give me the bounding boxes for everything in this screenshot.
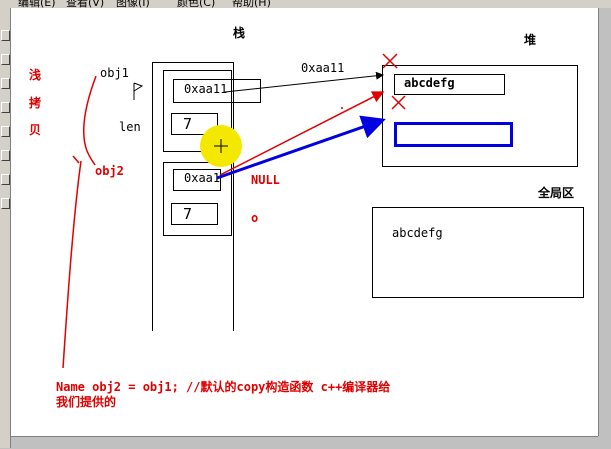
obj1-frame: [163, 70, 232, 152]
heap-string: abcdefg: [404, 76, 455, 90]
paint-canvas[interactable]: 0xaa11 7 0xaa1 7 abcdefg abcdefg 栈 堆 全局区…: [11, 8, 598, 436]
crosshair-cursor-icon: [214, 139, 228, 153]
horizontal-scrollbar[interactable]: [11, 436, 598, 449]
obj2-address: 0xaa1: [184, 171, 221, 185]
menu-view[interactable]: 查看(V): [66, 0, 105, 8]
stack-label: 栈: [233, 26, 246, 40]
global-string: abcdefg: [392, 226, 443, 240]
shallow-copy-bracket: [83, 75, 97, 166]
obj1-len-value: 7: [183, 115, 193, 133]
tool-button[interactable]: [1, 30, 10, 41]
obj2-len-cell: [171, 203, 218, 225]
menu-colors[interactable]: 颜色(C): [177, 0, 216, 8]
obj1-pointer-cell: [173, 79, 261, 103]
obj2-pointer-cell: [173, 169, 221, 191]
tool-button[interactable]: [1, 54, 10, 65]
annotation-overlay: [62, 53, 406, 369]
obj1-pointer-arrow: [224, 71, 384, 93]
shallow-char-2: 拷: [29, 96, 42, 110]
small-o-mark: o: [251, 211, 259, 225]
menu-bar: 编辑(E) 查看(V) 图像(I) 颜色(C) 帮助(H): [0, 0, 611, 8]
new-pointer-arrow: [216, 115, 386, 180]
global-region: [372, 207, 584, 298]
obj2-len-value: 7: [183, 205, 193, 223]
new-heap-cell: [394, 122, 513, 147]
len-label: len: [119, 120, 141, 134]
null-label: NULL: [251, 173, 280, 187]
menu-help[interactable]: 帮助(H): [232, 0, 271, 8]
tool-button[interactable]: [1, 174, 10, 185]
obj2-pointer-arrow: [219, 91, 385, 176]
cross-mark-icon: [382, 53, 398, 69]
cross-mark-icon: [391, 95, 406, 110]
vertical-scrollbar[interactable]: [598, 8, 611, 436]
flag-mark-icon: [133, 82, 144, 100]
shallow-char-3: 贝: [29, 123, 42, 137]
tool-button[interactable]: [1, 198, 10, 209]
tool-strip: [0, 8, 11, 448]
heap-string-cell: [394, 74, 505, 95]
obj1-label: obj1: [100, 66, 129, 80]
menu-edit[interactable]: 编辑(E): [18, 0, 56, 8]
obj2-label: obj2: [95, 164, 124, 178]
stack-column: [152, 62, 234, 331]
code-pointer-line: [62, 155, 82, 369]
obj1-len-cell: [171, 113, 218, 135]
shallow-char-1: 浅: [29, 68, 42, 82]
menu-image[interactable]: 图像(I): [116, 0, 150, 8]
global-label: 全局区: [538, 186, 575, 200]
code-line-2: 我们提供的: [56, 395, 117, 409]
tool-button[interactable]: [1, 102, 10, 113]
obj2-frame: [163, 162, 232, 236]
obj1-address: 0xaa11: [184, 82, 228, 96]
tool-button[interactable]: [1, 78, 10, 89]
tool-button[interactable]: [1, 150, 10, 161]
code-line-1: Name obj2 = obj1; //默认的copy构造函数 c++编译器给: [56, 380, 391, 394]
heap-label: 堆: [524, 33, 537, 47]
tool-button[interactable]: [1, 126, 10, 137]
arrow-address-label: 0xaa11: [301, 61, 345, 75]
dot-mark: [341, 107, 343, 109]
